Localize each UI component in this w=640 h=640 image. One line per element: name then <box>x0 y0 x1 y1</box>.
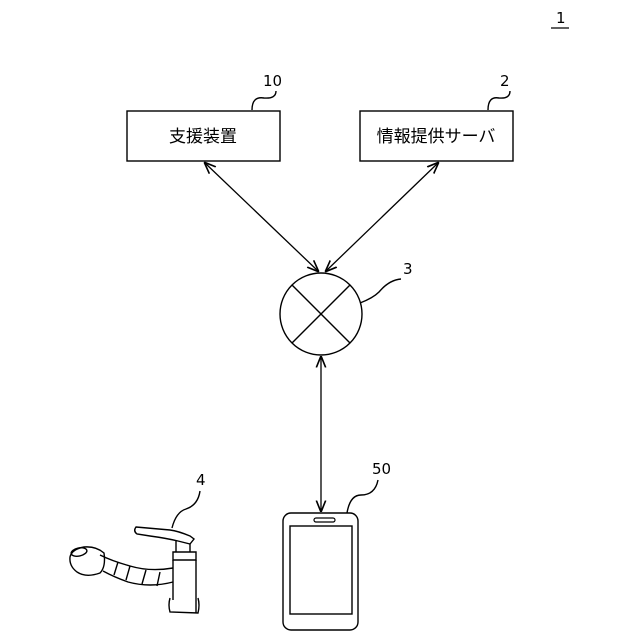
support-device-ref: 10 <box>263 72 282 90</box>
faucet-ref: 4 <box>196 471 206 489</box>
terminal-leader <box>347 480 378 513</box>
terminal-screen <box>290 526 352 614</box>
mobile-terminal-node <box>283 513 358 630</box>
faucet-base <box>169 598 199 613</box>
terminal-speaker-icon <box>314 518 335 522</box>
faucet-lever-handle <box>135 527 194 544</box>
faucet-icon <box>70 527 199 613</box>
info-server-node: 情報提供サーバ <box>360 111 513 161</box>
support-device-node: 支援装置 <box>127 111 280 161</box>
network-node <box>280 273 362 355</box>
terminal-ref: 50 <box>372 460 391 478</box>
support-device-leader <box>252 91 276 110</box>
faucet-spout <box>100 555 173 585</box>
info-server-ref: 2 <box>500 72 510 90</box>
faucet-body-column <box>173 560 196 613</box>
support-network-connector <box>205 163 318 271</box>
system-ref-label: 1 <box>556 9 566 27</box>
faucet-spout-ribs <box>114 562 160 586</box>
server-network-connector <box>326 163 438 271</box>
network-ref: 3 <box>403 260 413 278</box>
faucet-leader <box>172 491 200 528</box>
info-server-leader <box>488 91 510 110</box>
info-server-label: 情報提供サーバ <box>377 127 496 147</box>
faucet-body-top <box>173 552 196 560</box>
terminal-body <box>283 513 358 630</box>
network-leader <box>360 279 401 303</box>
support-device-label: 支援装置 <box>169 127 237 147</box>
